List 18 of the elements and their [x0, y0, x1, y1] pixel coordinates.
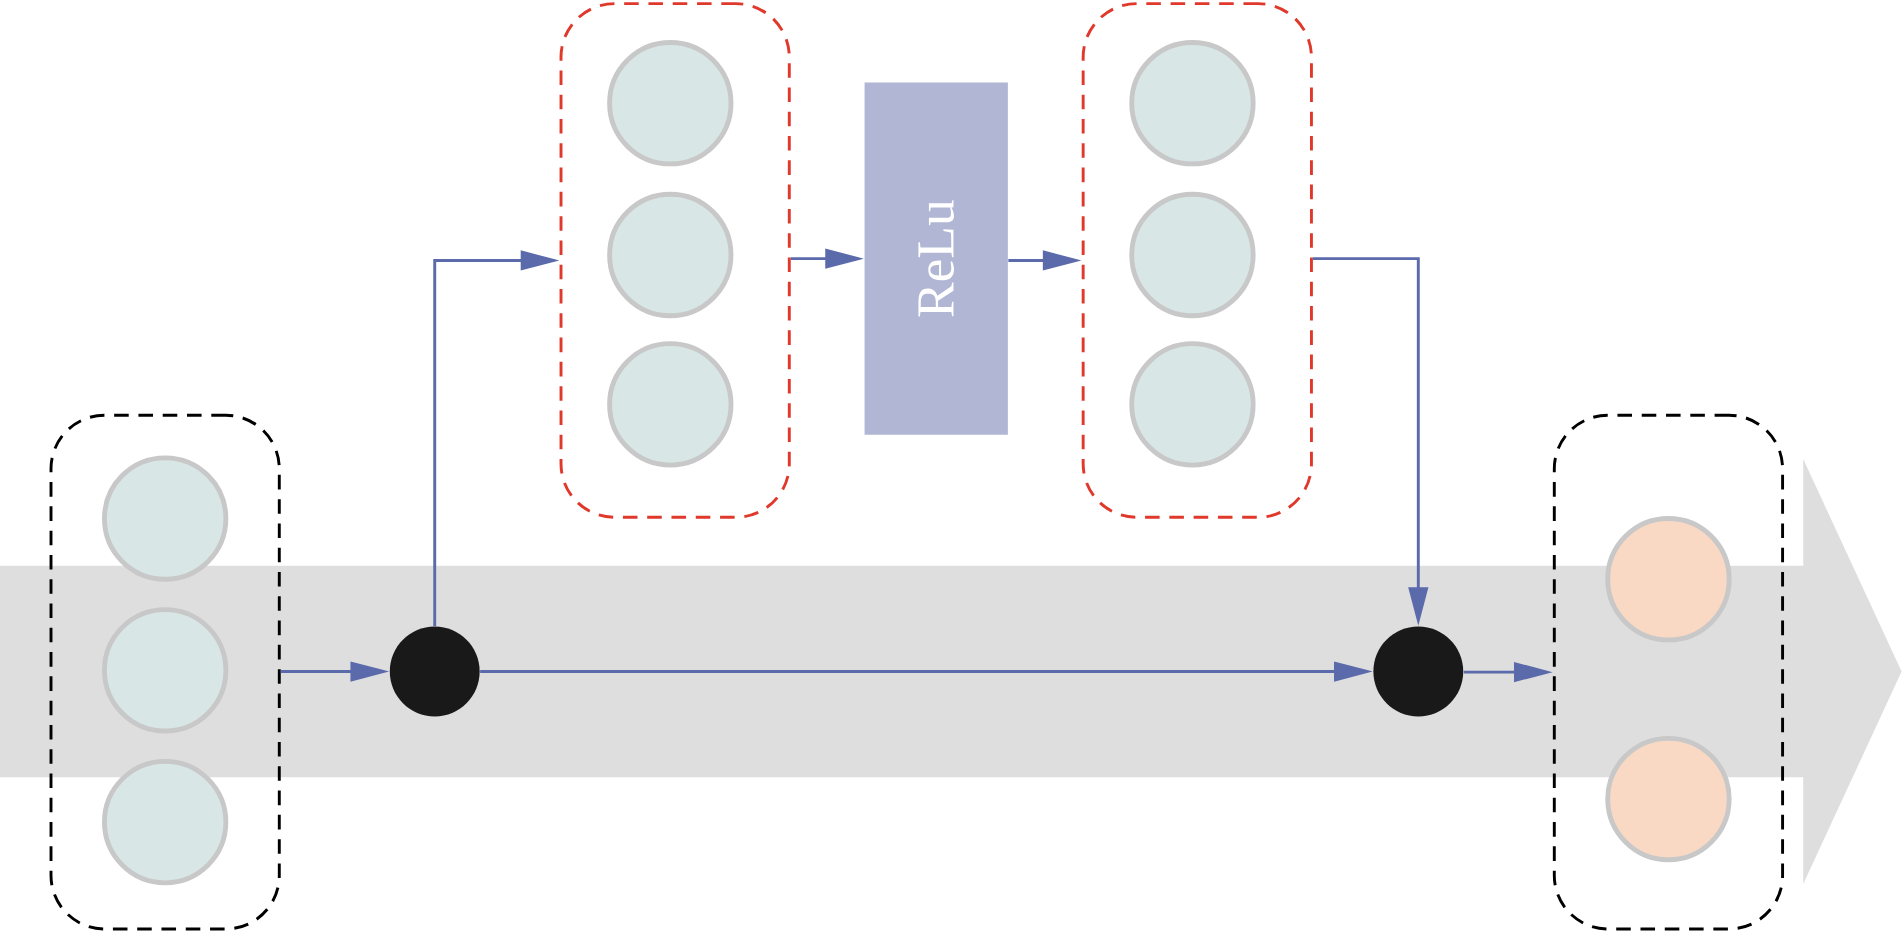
- neuron-circle: [1129, 40, 1256, 167]
- activation-box: ReLu: [864, 82, 1008, 435]
- neuron-circle: [607, 40, 734, 167]
- neuron-circle: [102, 607, 229, 734]
- neuron-circle: [1129, 192, 1256, 319]
- neuron-circle: [1605, 516, 1732, 643]
- dashed-group-box: [49, 414, 281, 931]
- junction-dot: [389, 626, 480, 717]
- neuron-circle: [607, 341, 734, 468]
- dashed-group-box: [559, 2, 791, 519]
- neuron-circle: [1605, 736, 1732, 863]
- neuron-circle: [102, 455, 229, 582]
- neuron-circle: [607, 192, 734, 319]
- neuron-circle: [102, 759, 229, 886]
- neuron-circle: [1129, 341, 1256, 468]
- dashed-group-box: [1552, 414, 1785, 931]
- junction-dot: [1373, 626, 1464, 717]
- dashed-group-box: [1081, 2, 1313, 519]
